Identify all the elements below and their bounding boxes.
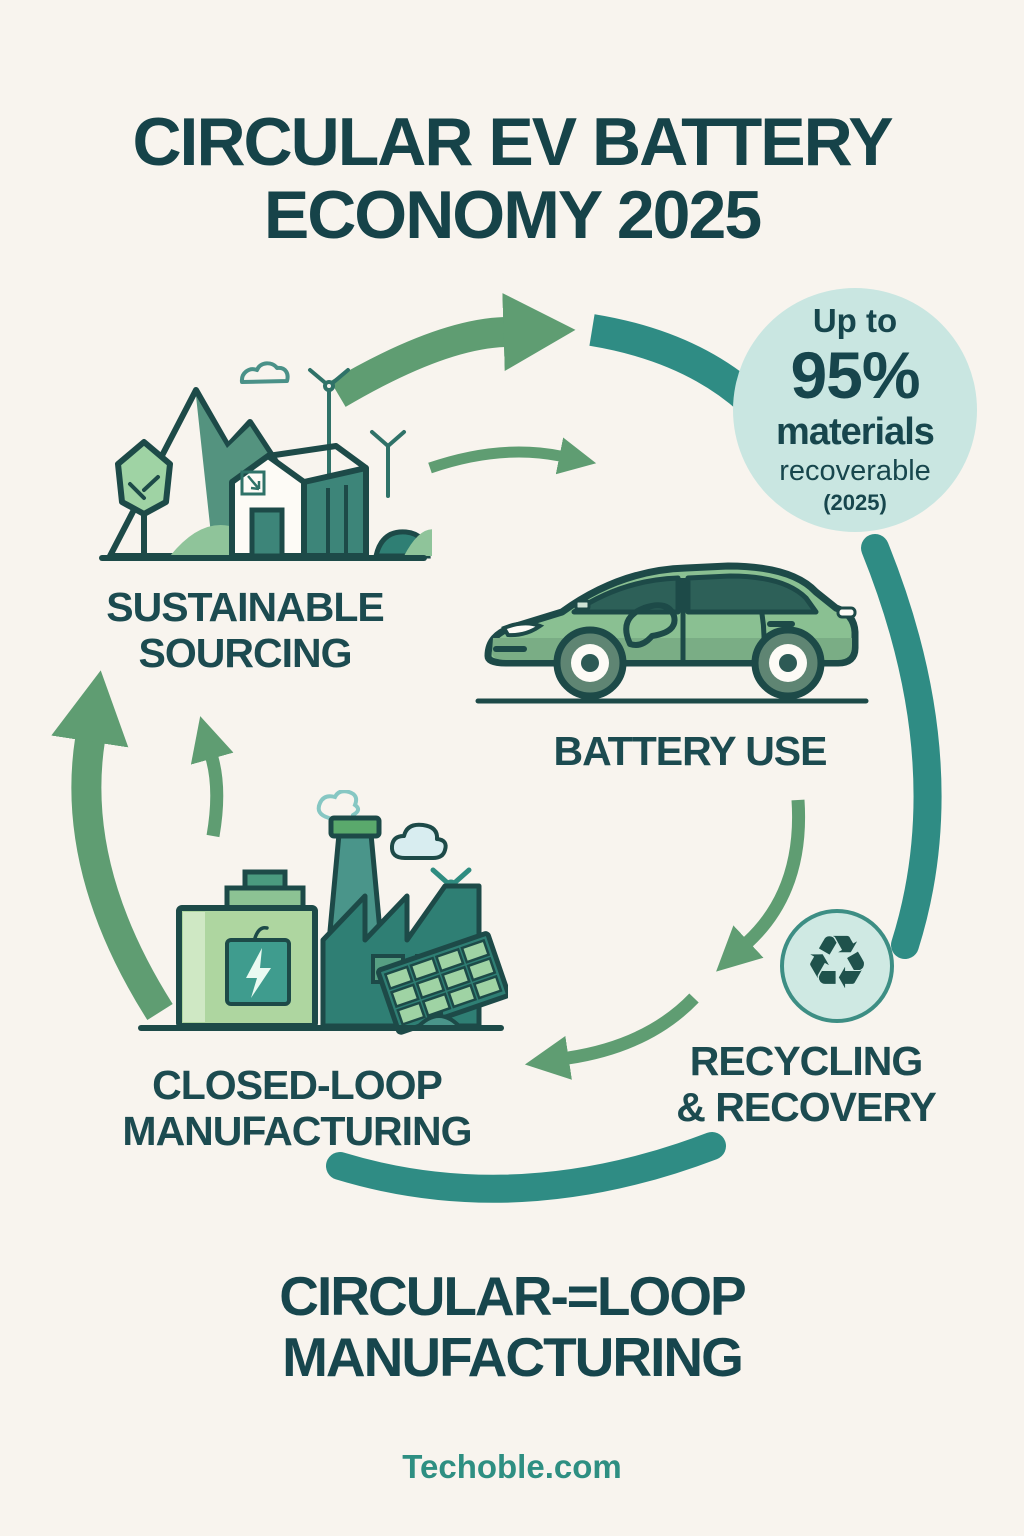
ev-car-icon bbox=[484, 562, 859, 700]
badge-percentage: 95% bbox=[790, 337, 920, 412]
arrow-up-to-sourcing bbox=[190, 716, 234, 838]
bottom-heading: CIRCULAR-=LOOP MANUFACTURING bbox=[0, 1266, 1024, 1387]
sourcing-label-line2: SOURCING bbox=[138, 630, 353, 677]
tail-light bbox=[836, 606, 857, 619]
arrow-recycling-to-manufacturing bbox=[524, 993, 699, 1080]
arc-badge-to-recycling bbox=[861, 534, 942, 959]
arrow-sourcing-to-badge bbox=[330, 293, 576, 407]
badge-year: (2025) bbox=[823, 490, 887, 516]
rear-window bbox=[685, 573, 819, 615]
lightning-bolt-icon bbox=[246, 948, 271, 998]
arc-bottom-loop bbox=[326, 1132, 726, 1203]
ev-car-illustration bbox=[475, 562, 869, 704]
footer-brand: Techoble.com bbox=[402, 1448, 622, 1485]
bottom-heading-line1: CIRCULAR-=LOOP bbox=[279, 1265, 746, 1327]
tree-icon bbox=[115, 439, 173, 556]
page-title-line2: ECONOMY 2025 bbox=[263, 176, 762, 253]
smoke-icon bbox=[316, 790, 360, 820]
stage-label-battery-use: BATTERY USE bbox=[490, 728, 890, 774]
recovery-stat-badge: Up to 95% materials recoverable (2025) bbox=[733, 288, 977, 532]
recycling-badge: ♻ bbox=[780, 909, 894, 1023]
recycling-label-line2: & RECOVERY bbox=[676, 1084, 937, 1131]
side-mirror bbox=[574, 599, 591, 611]
badge-up-to: Up to bbox=[812, 302, 898, 340]
headlight bbox=[501, 621, 545, 638]
badge-recoverable: recoverable bbox=[779, 455, 931, 488]
arc-into-badge bbox=[589, 314, 761, 413]
sustainable-sourcing-illustration bbox=[99, 361, 432, 561]
hill-shape-right bbox=[404, 529, 432, 556]
cloud-icon bbox=[239, 361, 290, 384]
stage-label-sourcing: SUSTAINABLE SOURCING bbox=[60, 584, 430, 677]
arrow-car-to-recycling bbox=[716, 799, 806, 972]
recycling-label-line1: RECYCLING bbox=[689, 1038, 923, 1084]
stage-label-recycling: RECYCLING & RECOVERY bbox=[626, 1038, 986, 1131]
cloud-icon bbox=[389, 822, 448, 860]
arrow-sourcing-to-car bbox=[428, 437, 597, 475]
manufacturing-label-line1: CLOSED-LOOP bbox=[152, 1062, 443, 1108]
page-title: CIRCULAR EV BATTERY ECONOMY 2025 bbox=[0, 106, 1024, 252]
arrow-manufacturing-to-sourcing bbox=[51, 670, 173, 1021]
battery-icon bbox=[176, 869, 318, 1029]
manufacturing-label-line2: MANUFACTURING bbox=[122, 1108, 472, 1155]
leaf-emblem-icon bbox=[623, 602, 678, 648]
solar-panel-icon bbox=[376, 931, 508, 1035]
rear-wheel bbox=[751, 626, 825, 700]
page-title-line1: CIRCULAR EV BATTERY bbox=[132, 104, 893, 180]
bottom-heading-line2: MANUFACTURING bbox=[282, 1325, 744, 1388]
chimney-icon bbox=[326, 815, 384, 945]
battery-use-label-line1: BATTERY USE bbox=[553, 728, 828, 774]
sourcing-label-line1: SUSTAINABLE bbox=[106, 584, 385, 630]
badge-materials: materials bbox=[776, 410, 935, 453]
stage-label-manufacturing: CLOSED-LOOP MANUFACTURING bbox=[92, 1062, 502, 1155]
manufacturing-illustration bbox=[138, 790, 508, 1035]
front-wheel bbox=[553, 626, 627, 700]
recycle-icon: ♻ bbox=[803, 920, 871, 1006]
